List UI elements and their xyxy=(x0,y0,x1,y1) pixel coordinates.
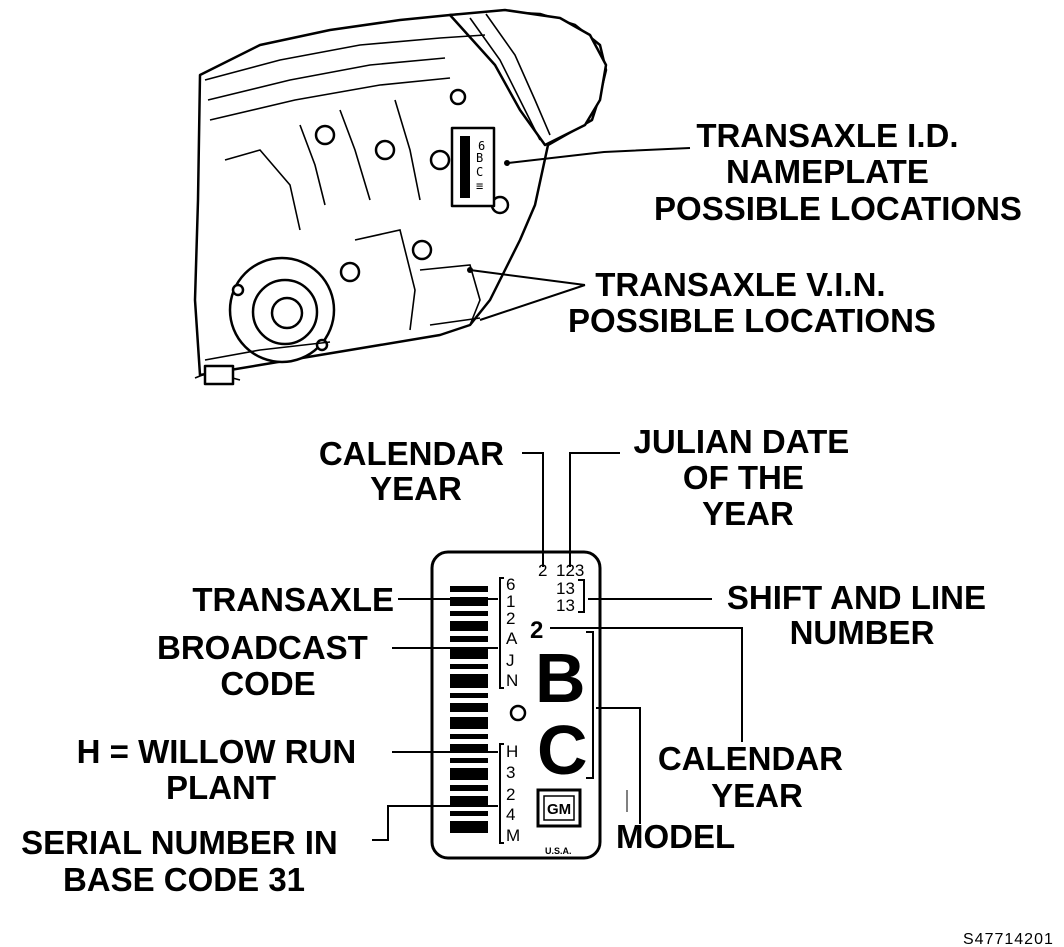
transaxle-label: TRANSAXLE xyxy=(192,581,394,618)
id-nameplate-line2: NAMEPLATE xyxy=(726,153,929,190)
calendar-year-top-line1: CALENDAR xyxy=(319,435,504,472)
vin-line1: TRANSAXLE V.I.N. xyxy=(595,266,885,303)
id-nameplate-line3: POSSIBLE LOCATIONS xyxy=(654,190,1022,227)
willow-run-label: H = WILLOW RUN PLANT xyxy=(77,733,366,806)
broadcast-char: J xyxy=(506,651,515,670)
plant-serial-chars: H 3 2 4 M xyxy=(506,742,520,845)
broadcast-code-label: BROADCAST CODE xyxy=(157,629,377,702)
nameplate-leaders xyxy=(372,452,743,841)
id-nameplate-leader xyxy=(504,147,691,166)
vin-leader xyxy=(467,267,586,321)
broadcast-char: 6 xyxy=(506,575,515,594)
shift-line-line1: SHIFT AND LINE xyxy=(727,579,986,616)
calendar-year-right-line2: YEAR xyxy=(711,777,803,814)
vin-line2: POSSIBLE LOCATIONS xyxy=(568,302,936,339)
broadcast-code-line2: CODE xyxy=(220,665,315,702)
calendar-year-top-line2: YEAR xyxy=(370,470,462,507)
serial-char: 3 xyxy=(506,763,515,782)
broadcast-char: 2 xyxy=(506,609,515,628)
transaxle-illustration: 6 B C ≡ xyxy=(193,8,608,386)
figure-code: S47714201 xyxy=(963,931,1054,947)
broadcast-char: A xyxy=(506,629,518,648)
serial-number-line1: SERIAL NUMBER IN xyxy=(21,824,338,861)
shift-line-line2: NUMBER xyxy=(790,614,935,651)
julian-date-line3: YEAR xyxy=(702,495,794,532)
serial-char: 4 xyxy=(506,805,515,824)
willow-run-line1: H = WILLOW RUN xyxy=(77,733,357,770)
calendar-year-right-line1: CALENDAR xyxy=(658,740,843,777)
serial-char: M xyxy=(506,826,520,845)
plate-model-c: C xyxy=(537,711,588,789)
broadcast-code-line1: BROADCAST xyxy=(157,629,368,666)
svg-text:B: B xyxy=(476,151,483,165)
plant-char: H xyxy=(506,742,518,761)
broadcast-chars: 6 1 2 A J N xyxy=(506,575,518,690)
calendar-year-top-label: CALENDAR YEAR xyxy=(319,435,513,507)
nameplate-detail: 6 1 2 A J N H 3 2 4 M 2 123 13 13 2 B C xyxy=(430,550,602,860)
broadcast-char: 1 xyxy=(506,592,515,611)
julian-date-line1: JULIAN DATE xyxy=(634,423,850,460)
plate-country: U.S.A. xyxy=(545,846,572,856)
plate-year-digit: 2 xyxy=(538,561,547,580)
shift-line-label: SHIFT AND LINE NUMBER xyxy=(727,579,995,651)
model-label: MODEL xyxy=(616,818,735,855)
broadcast-char: N xyxy=(506,671,518,690)
plate-julian: 123 xyxy=(556,561,584,580)
gm-logo: GM xyxy=(547,801,571,818)
serial-number-label: SERIAL NUMBER IN BASE CODE 31 xyxy=(21,824,347,898)
willow-run-line2: PLANT xyxy=(166,769,276,806)
julian-date-line2: OF THE xyxy=(683,459,804,496)
svg-text:C: C xyxy=(476,165,483,179)
plate-shift-1: 13 xyxy=(556,579,575,598)
svg-text:≡: ≡ xyxy=(476,179,483,193)
barcode xyxy=(450,586,488,833)
serial-char: 2 xyxy=(506,785,515,804)
julian-date-label: JULIAN DATE OF THE YEAR xyxy=(634,423,859,532)
plate-model-b: B xyxy=(535,639,586,717)
vin-label: TRANSAXLE V.I.N. POSSIBLE LOCATIONS xyxy=(568,266,936,339)
plate-calendar-digit: 2 xyxy=(530,617,543,644)
id-nameplate-line1: TRANSAXLE I.D. xyxy=(696,117,958,154)
svg-text:6: 6 xyxy=(478,139,485,153)
id-nameplate-label: TRANSAXLE I.D. NAMEPLATE POSSIBLE LOCATI… xyxy=(654,117,1022,227)
calendar-year-right-label: CALENDAR YEAR xyxy=(658,740,852,814)
plate-shift-2: 13 xyxy=(556,596,575,615)
serial-number-line2: BASE CODE 31 xyxy=(63,861,305,898)
